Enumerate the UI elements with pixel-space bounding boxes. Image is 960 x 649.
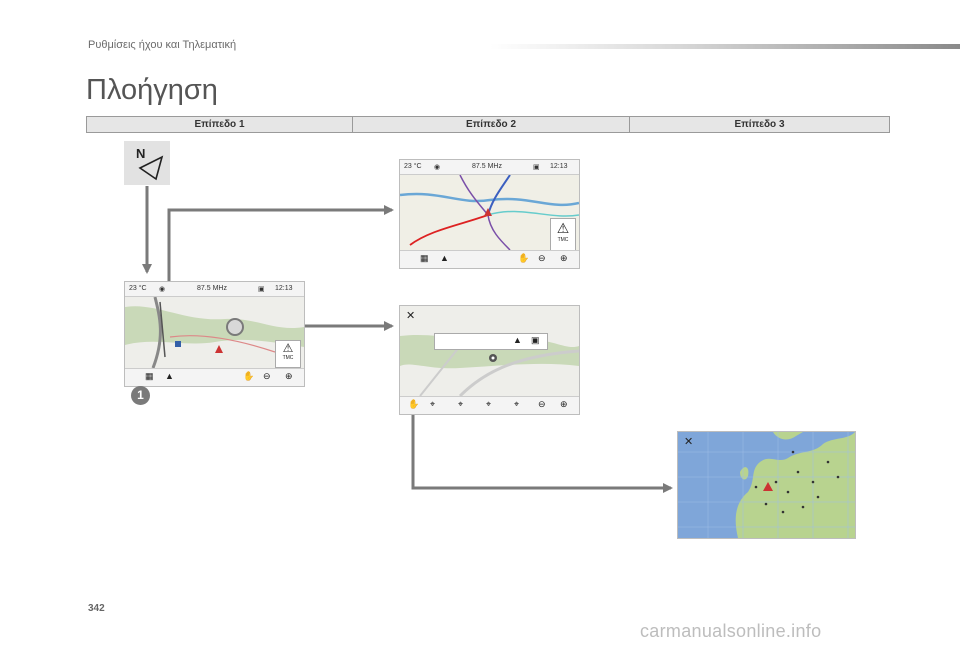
checkered-flag-icon[interactable]: ▦ xyxy=(420,253,429,263)
zoom-in-icon[interactable]: ⊕ xyxy=(560,253,568,263)
status-bar: 23 °C ◉ 87.5 MHz ▣ 12:13 xyxy=(400,160,579,175)
tmc-label: TMC xyxy=(557,237,569,243)
level-3-header: Επίπεδο 3 xyxy=(629,117,889,132)
watermark: carmanualsonline.info xyxy=(640,621,822,641)
clock: 12:13 xyxy=(275,285,293,292)
map-view[interactable] xyxy=(400,306,579,396)
touch-point-marker xyxy=(226,318,244,336)
europe-map-view[interactable] xyxy=(678,432,855,538)
cursor-info-bar: ▲ ▣ xyxy=(434,333,548,350)
callout-1: 1 xyxy=(131,386,150,405)
hand-pan-icon[interactable]: ✋ xyxy=(518,253,530,263)
north-arrow-icon[interactable]: ▲ xyxy=(165,371,174,381)
page-title: Πλοήγηση xyxy=(86,74,218,106)
save-icon[interactable]: ▣ xyxy=(531,335,540,345)
zoom-out-icon[interactable]: ⊖ xyxy=(538,399,546,409)
north-arrow-icon[interactable]: ▲ xyxy=(440,253,449,263)
section-header: Ρυθμίσεις ήχου και Τηλεματική xyxy=(88,39,237,51)
close-icon[interactable]: ✕ xyxy=(684,436,694,448)
arrow-cursor-to-europe xyxy=(411,414,673,493)
tmc-warning-panel[interactable]: ⚠ TMC xyxy=(550,218,576,254)
route-icon[interactable]: ▲ xyxy=(513,335,522,345)
hand-pan-icon[interactable]: ✋ xyxy=(408,399,420,409)
bottom-toolbar: ✋ ⌖ ⌖ ⌖ ⌖ ⊖ ⊕ xyxy=(400,396,579,414)
map-mode-1-icon[interactable]: ⌖ xyxy=(430,399,436,409)
tmc-label: TMC xyxy=(282,355,294,361)
header-decor-bar xyxy=(490,44,960,49)
temperature: 23 °C xyxy=(404,163,422,170)
message-icon: ▣ xyxy=(258,286,265,293)
zoom-out-icon[interactable]: ⊖ xyxy=(263,371,271,381)
message-icon: ▣ xyxy=(533,164,540,171)
zoom-in-icon[interactable]: ⊕ xyxy=(285,371,293,381)
bottom-toolbar: ▦ ▲ ✋ ⊖ ⊕ xyxy=(125,368,304,386)
map-view[interactable] xyxy=(125,297,304,368)
nav-screen-main: 23 °C ◉ 87.5 MHz ▣ 12:13 ⚠ TMC ▦ ▲ ✋ ⊖ ⊕ xyxy=(124,281,305,387)
zoom-out-icon[interactable]: ⊖ xyxy=(538,253,546,263)
checkered-flag-icon[interactable]: ▦ xyxy=(145,371,154,381)
page-number: 342 xyxy=(88,603,105,614)
map-mode-2-icon[interactable]: ⌖ xyxy=(458,399,464,409)
radio-icon: ◉ xyxy=(434,164,441,171)
map-view[interactable] xyxy=(400,175,579,250)
warning-triangle-icon: ⚠ xyxy=(282,341,294,355)
map-mode-4-icon[interactable]: ⌖ xyxy=(514,399,520,409)
frequency: 87.5 MHz xyxy=(472,163,502,170)
nav-screen-cursor: ✕ ▲ ▣ ✋ ⌖ ⌖ ⌖ ⌖ ⊖ ⊕ xyxy=(399,305,580,415)
europe-map-screen: ✕ xyxy=(677,431,856,539)
map-mode-3-icon[interactable]: ⌖ xyxy=(486,399,492,409)
hand-pan-icon[interactable]: ✋ xyxy=(243,371,255,381)
zoom-in-icon[interactable]: ⊕ xyxy=(560,399,568,409)
nav-screen-route: 23 °C ◉ 87.5 MHz ▣ 12:13 ⚠ TMC ▦ ▲ ✋ ⊖ ⊕ xyxy=(399,159,580,269)
navigation-arrow-icon xyxy=(138,155,164,181)
bottom-toolbar: ▦ ▲ ✋ ⊖ ⊕ xyxy=(400,250,579,268)
radio-icon: ◉ xyxy=(159,286,166,293)
level-table: Επίπεδο 1 Επίπεδο 2 Επίπεδο 3 xyxy=(86,116,890,133)
close-icon[interactable]: ✕ xyxy=(406,310,416,322)
level-1-header: Επίπεδο 1 xyxy=(194,119,245,130)
north-compass-button[interactable]: N xyxy=(124,141,170,185)
north-letter: N xyxy=(136,146,146,161)
frequency: 87.5 MHz xyxy=(197,285,227,292)
warning-triangle-icon: ⚠ xyxy=(556,220,570,236)
level-2-header: Επίπεδο 2 xyxy=(352,117,629,132)
temperature: 23 °C xyxy=(129,285,147,292)
status-bar: 23 °C ◉ 87.5 MHz ▣ 12:13 xyxy=(125,282,304,297)
clock: 12:13 xyxy=(550,163,568,170)
tmc-warning-panel[interactable]: ⚠ TMC xyxy=(275,340,301,368)
